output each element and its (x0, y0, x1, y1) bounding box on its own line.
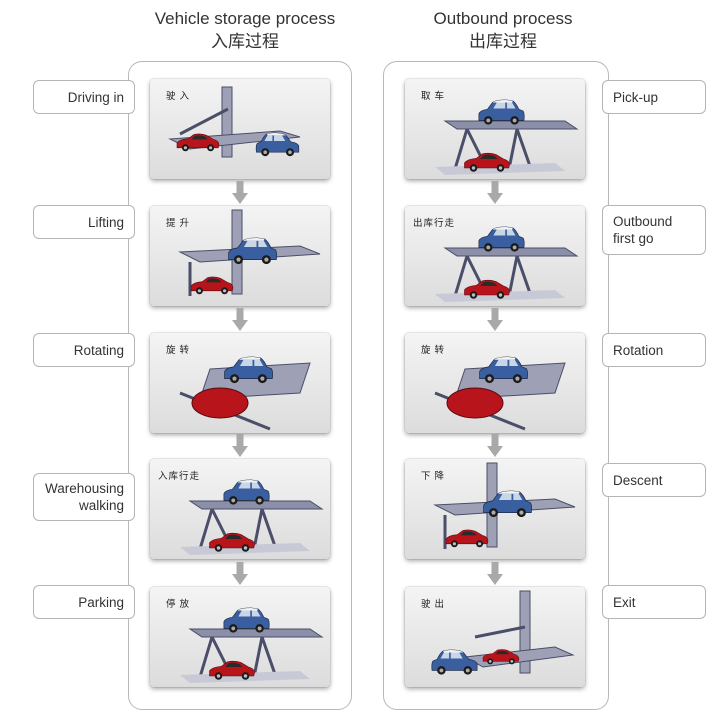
photo-exit: 驶出 (405, 587, 585, 687)
step-label-exit: Exit (602, 585, 706, 619)
photo-caption: 驶出 (421, 599, 449, 610)
right-column-title: Outbound process 出库过程 (393, 7, 613, 53)
photo-caption: 停放 (166, 599, 194, 610)
photo-caption: 旋转 (166, 345, 194, 356)
left-title-zh: 入库过程 (211, 32, 279, 51)
step-label-parking: Parking (33, 585, 135, 619)
left-column-title: Vehicle storage process 入库过程 (120, 7, 370, 53)
right-title-en: Outbound process (433, 9, 573, 28)
photo-warehousing-walking: 入库行走 (150, 459, 330, 559)
step-label-rotating: Rotating (33, 333, 135, 367)
down-arrow-icon (232, 434, 248, 458)
photo-caption: 旋转 (421, 345, 449, 356)
step-label-warehousing-walking: Warehousing walking (33, 473, 135, 521)
step-label-lifting: Lifting (33, 205, 135, 239)
down-arrow-icon (232, 562, 248, 586)
down-arrow-icon (232, 181, 248, 205)
step-label-outbound-first-go: Outbound first go (602, 205, 706, 255)
down-arrow-icon (232, 308, 248, 332)
step-label-rotation: Rotation (602, 333, 706, 367)
photo-rotation: 旋转 (405, 333, 585, 433)
photo-caption: 下降 (421, 471, 449, 482)
down-arrow-icon (487, 308, 503, 332)
down-arrow-icon (487, 434, 503, 458)
left-title-en: Vehicle storage process (154, 9, 336, 28)
step-label-driving-in: Driving in (33, 80, 135, 114)
down-arrow-icon (487, 181, 503, 205)
step-label-descent: Descent (602, 463, 706, 497)
photo-caption: 提升 (166, 218, 194, 229)
step-label-pick-up: Pick-up (602, 80, 706, 114)
photo-driving-in: 驶入 (150, 79, 330, 179)
photo-outbound-first-go: 出库行走 (405, 206, 585, 306)
down-arrow-icon (487, 562, 503, 586)
photo-caption: 入库行走 (158, 471, 201, 482)
photo-caption: 驶入 (166, 91, 194, 102)
photo-pick-up: 取车 (405, 79, 585, 179)
photo-parking: 停放 (150, 587, 330, 687)
right-title-zh: 出库过程 (469, 32, 537, 51)
photo-descent: 下降 (405, 459, 585, 559)
photo-lifting: 提升 (150, 206, 330, 306)
photo-caption: 出库行走 (413, 218, 456, 229)
photo-rotating: 旋转 (150, 333, 330, 433)
photo-caption: 取车 (421, 91, 449, 102)
